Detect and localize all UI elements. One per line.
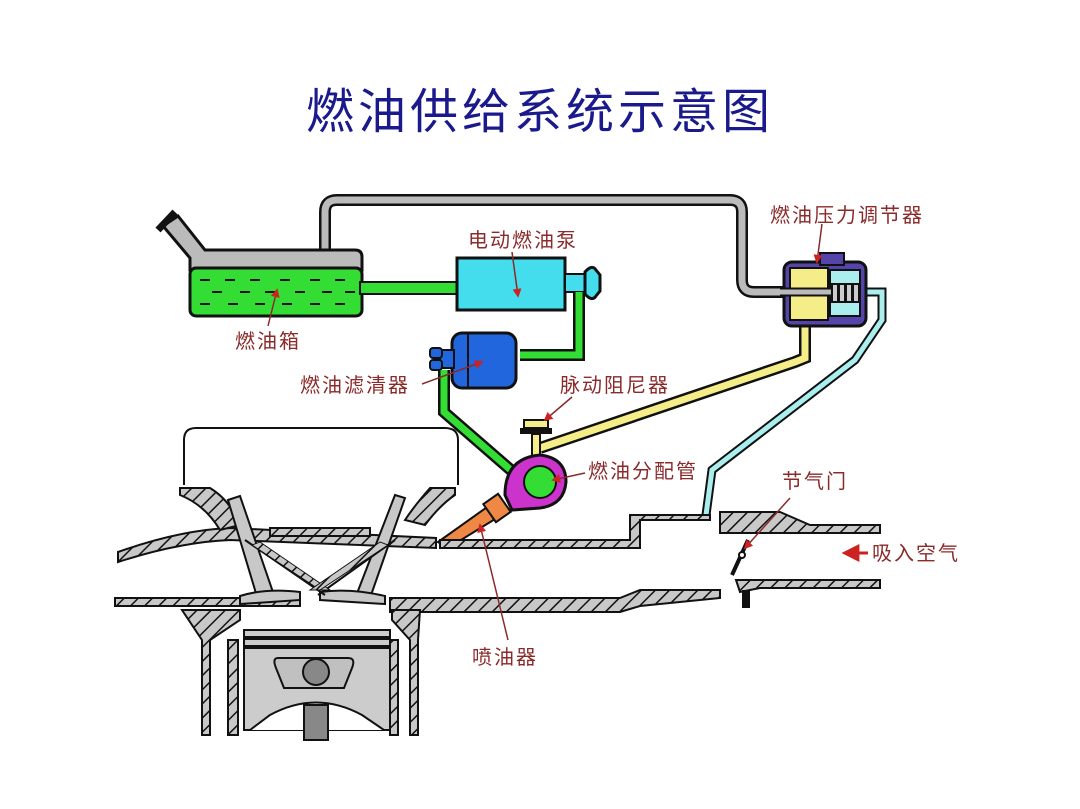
throttle-pointer <box>743 497 791 550</box>
fuel-rail <box>503 453 568 512</box>
electric-fuel-pump <box>455 256 602 312</box>
label-injector: 喷油器 <box>472 645 538 669</box>
tank-pointer <box>267 288 280 327</box>
fuel-filter <box>429 331 518 390</box>
diagram-title: 燃油供给系统示意图 <box>305 84 774 140</box>
regulator-pointer <box>813 223 823 264</box>
fuel-tank <box>155 209 364 318</box>
rail-pointer <box>551 472 586 483</box>
injector-pointer <box>477 523 509 641</box>
intake-valve <box>226 494 301 606</box>
filter-pointer <box>421 360 484 385</box>
label-intake-air: 吸入空气 <box>872 541 960 565</box>
cylinder-head <box>179 427 459 537</box>
supply-line-tank-pump <box>359 281 461 295</box>
throttle-valve <box>730 539 750 608</box>
label-pulsation-damper: 脉动阻尼器 <box>560 373 670 397</box>
label-fuel-filter: 燃油滤清器 <box>300 373 410 397</box>
label-fuel-tank: 燃油箱 <box>235 329 301 353</box>
label-electric-fuel-pump: 电动燃油泵 <box>468 228 578 252</box>
damper-pointer <box>543 396 573 422</box>
label-fuel-pressure-regulator: 燃油压力调节器 <box>770 203 924 227</box>
intake-manifold <box>114 511 881 613</box>
cylinder-walls <box>180 609 422 736</box>
fuel-pressure-regulator <box>780 252 868 328</box>
piston <box>243 629 391 741</box>
exhaust-valve <box>319 493 407 606</box>
pulsation-damper <box>520 419 552 457</box>
pump-pointer <box>511 251 522 298</box>
label-throttle: 节气门 <box>782 469 848 493</box>
label-fuel-rail: 燃油分配管 <box>588 459 698 483</box>
